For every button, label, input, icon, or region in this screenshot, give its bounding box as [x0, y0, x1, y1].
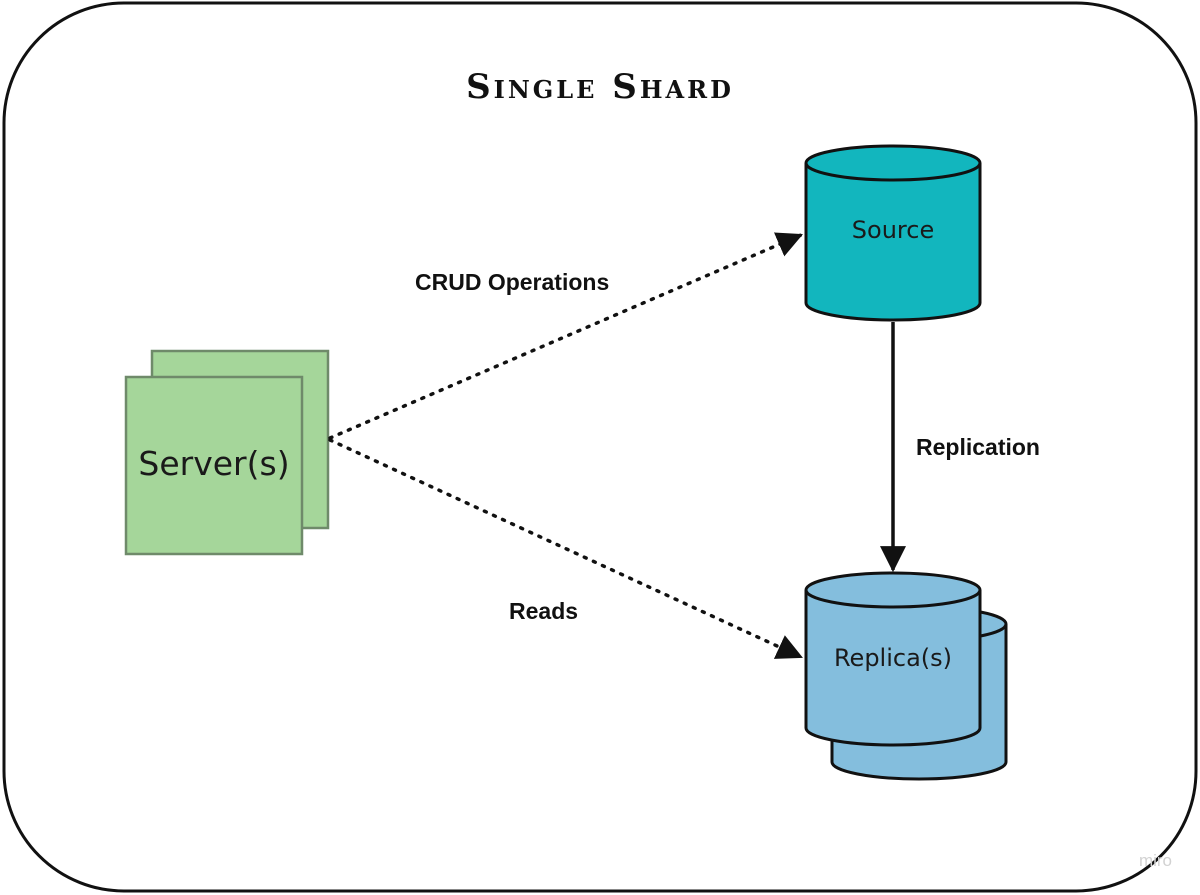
- server-card-front: [124, 375, 304, 556]
- source-cylinder-body: [804, 163, 982, 322]
- source-node[interactable]: Source: [804, 144, 982, 322]
- source-cylinder-top: [804, 144, 982, 182]
- replica-label: Replica(s): [834, 644, 952, 672]
- miro-watermark: miro: [1139, 851, 1172, 870]
- diagram-title: Single Shard: [466, 67, 734, 107]
- reads-arrow: [328, 438, 803, 659]
- crud-operations-label: CRUD Operations: [415, 269, 609, 295]
- server-label: Server(s): [138, 444, 289, 483]
- replication-label: Replication: [916, 434, 1040, 460]
- replica-cylinder-front-body: [804, 590, 982, 747]
- server-node[interactable]: Server(s): [124, 349, 330, 556]
- replica-node[interactable]: Replica(s): [804, 571, 1008, 781]
- reads-label: Reads: [509, 598, 578, 624]
- replica-cylinder-front-top: [804, 571, 982, 609]
- source-label: Source: [852, 216, 934, 244]
